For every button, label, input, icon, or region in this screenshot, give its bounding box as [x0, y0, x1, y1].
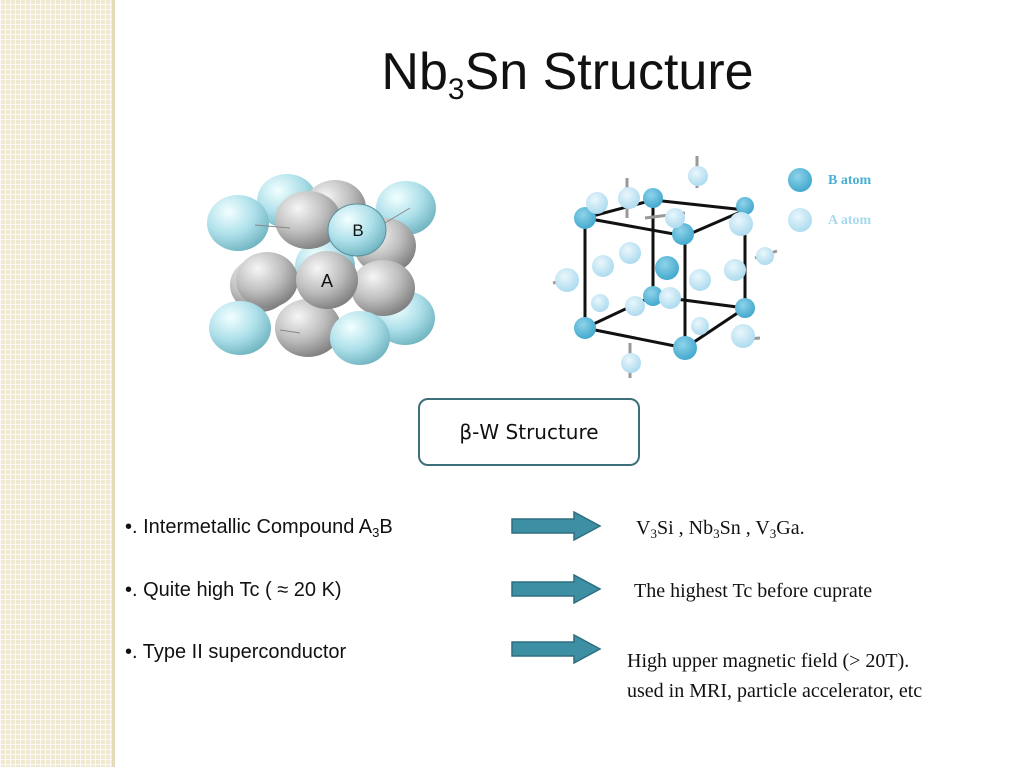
- a-labelled-sphere: [296, 251, 358, 309]
- bullet-high-tc: •. Quite high Tc ( ≈ 20 K): [125, 579, 342, 601]
- label-b: B: [352, 221, 363, 240]
- legend-b-atom: B atom: [828, 173, 872, 188]
- b-atom: [643, 188, 663, 208]
- a-sphere: [330, 311, 390, 365]
- note-part: Sn , V: [719, 517, 770, 539]
- grey-sphere: [275, 191, 341, 249]
- bond-line: [279, 329, 301, 334]
- grey-sphere: [236, 252, 298, 308]
- note-subscript: 3: [713, 526, 720, 541]
- note-part: Ga.: [776, 517, 805, 539]
- decorative-side-strip: [0, 0, 112, 767]
- a-atom: [618, 187, 640, 209]
- compounds-note: V3Si , Nb3Sn , V3Ga.: [636, 517, 805, 542]
- a-atom: [586, 192, 608, 214]
- a-atom: [621, 353, 641, 373]
- b-atom: [643, 286, 663, 306]
- bullet-type-ii: •. Type II superconductor: [125, 641, 347, 663]
- bullet-subscript: 3: [372, 525, 380, 540]
- note-line: used in MRI, particle accelerator, etc: [627, 680, 923, 702]
- a-atom: [665, 208, 685, 228]
- a-atom: [591, 294, 609, 312]
- slide-title: Nb3Sn Structure: [112, 42, 1023, 107]
- note-line: High upper magnetic field (> 20T).: [627, 650, 910, 672]
- a-atom: [625, 296, 645, 316]
- note-part: V: [636, 517, 651, 539]
- a-atom: [691, 317, 709, 335]
- label-a: A: [321, 271, 333, 291]
- bullet-text: •. Intermetallic Compound A: [125, 516, 373, 538]
- b-atom: [655, 256, 679, 280]
- grey-sphere: [351, 260, 415, 316]
- crystal-packing-illustration: B A: [207, 174, 436, 365]
- unit-cell-illustration: [552, 156, 812, 378]
- b-atom: [673, 336, 697, 360]
- title-part: Nb: [381, 43, 448, 101]
- a-atom: [592, 255, 614, 277]
- a-atom: [729, 212, 753, 236]
- b-atom: [574, 317, 596, 339]
- note-subscript: 3: [650, 526, 657, 541]
- title-part-rest: Sn Structure: [464, 43, 754, 101]
- bullet-text-rest: B: [379, 516, 393, 538]
- legend-a-dot: [788, 208, 812, 232]
- right-arrow-icon: [511, 634, 602, 664]
- bond-line: [384, 207, 411, 224]
- b-atom: [574, 207, 596, 229]
- a-atom: [689, 269, 711, 291]
- note-subscript: 3: [769, 526, 777, 541]
- a-atom: [724, 259, 746, 281]
- b-sphere: [327, 203, 387, 257]
- title-subscript: 3: [447, 73, 465, 106]
- right-arrow-icon: [511, 574, 602, 604]
- a-sphere: [207, 195, 269, 251]
- magnetic-field-note: High upper magnetic field (> 20T). used i…: [627, 646, 922, 706]
- a-atom: [731, 324, 755, 348]
- a-atom: [756, 247, 774, 265]
- a-sphere: [209, 301, 271, 355]
- legend-a-atom: A atom: [828, 213, 872, 228]
- a-atom: [619, 242, 641, 264]
- b-atom: [672, 223, 694, 245]
- a-atom: [688, 166, 708, 186]
- note-part: Si , Nb: [656, 517, 714, 539]
- side-strip-edge: [112, 0, 115, 767]
- grey-sphere: [275, 299, 341, 357]
- a-atom: [555, 268, 579, 292]
- bullet-intermetallic: •. Intermetallic Compound A3B: [125, 516, 393, 540]
- bond-line: [254, 224, 291, 229]
- b-atom: [736, 197, 754, 215]
- right-arrow-icon: [511, 511, 602, 541]
- legend-b-dot: [788, 168, 812, 192]
- a-atom: [659, 287, 681, 309]
- b-atom: [735, 298, 755, 318]
- highest-tc-note: The highest Tc before cuprate: [634, 580, 873, 602]
- beta-w-structure-box: β-W Structure: [418, 398, 640, 466]
